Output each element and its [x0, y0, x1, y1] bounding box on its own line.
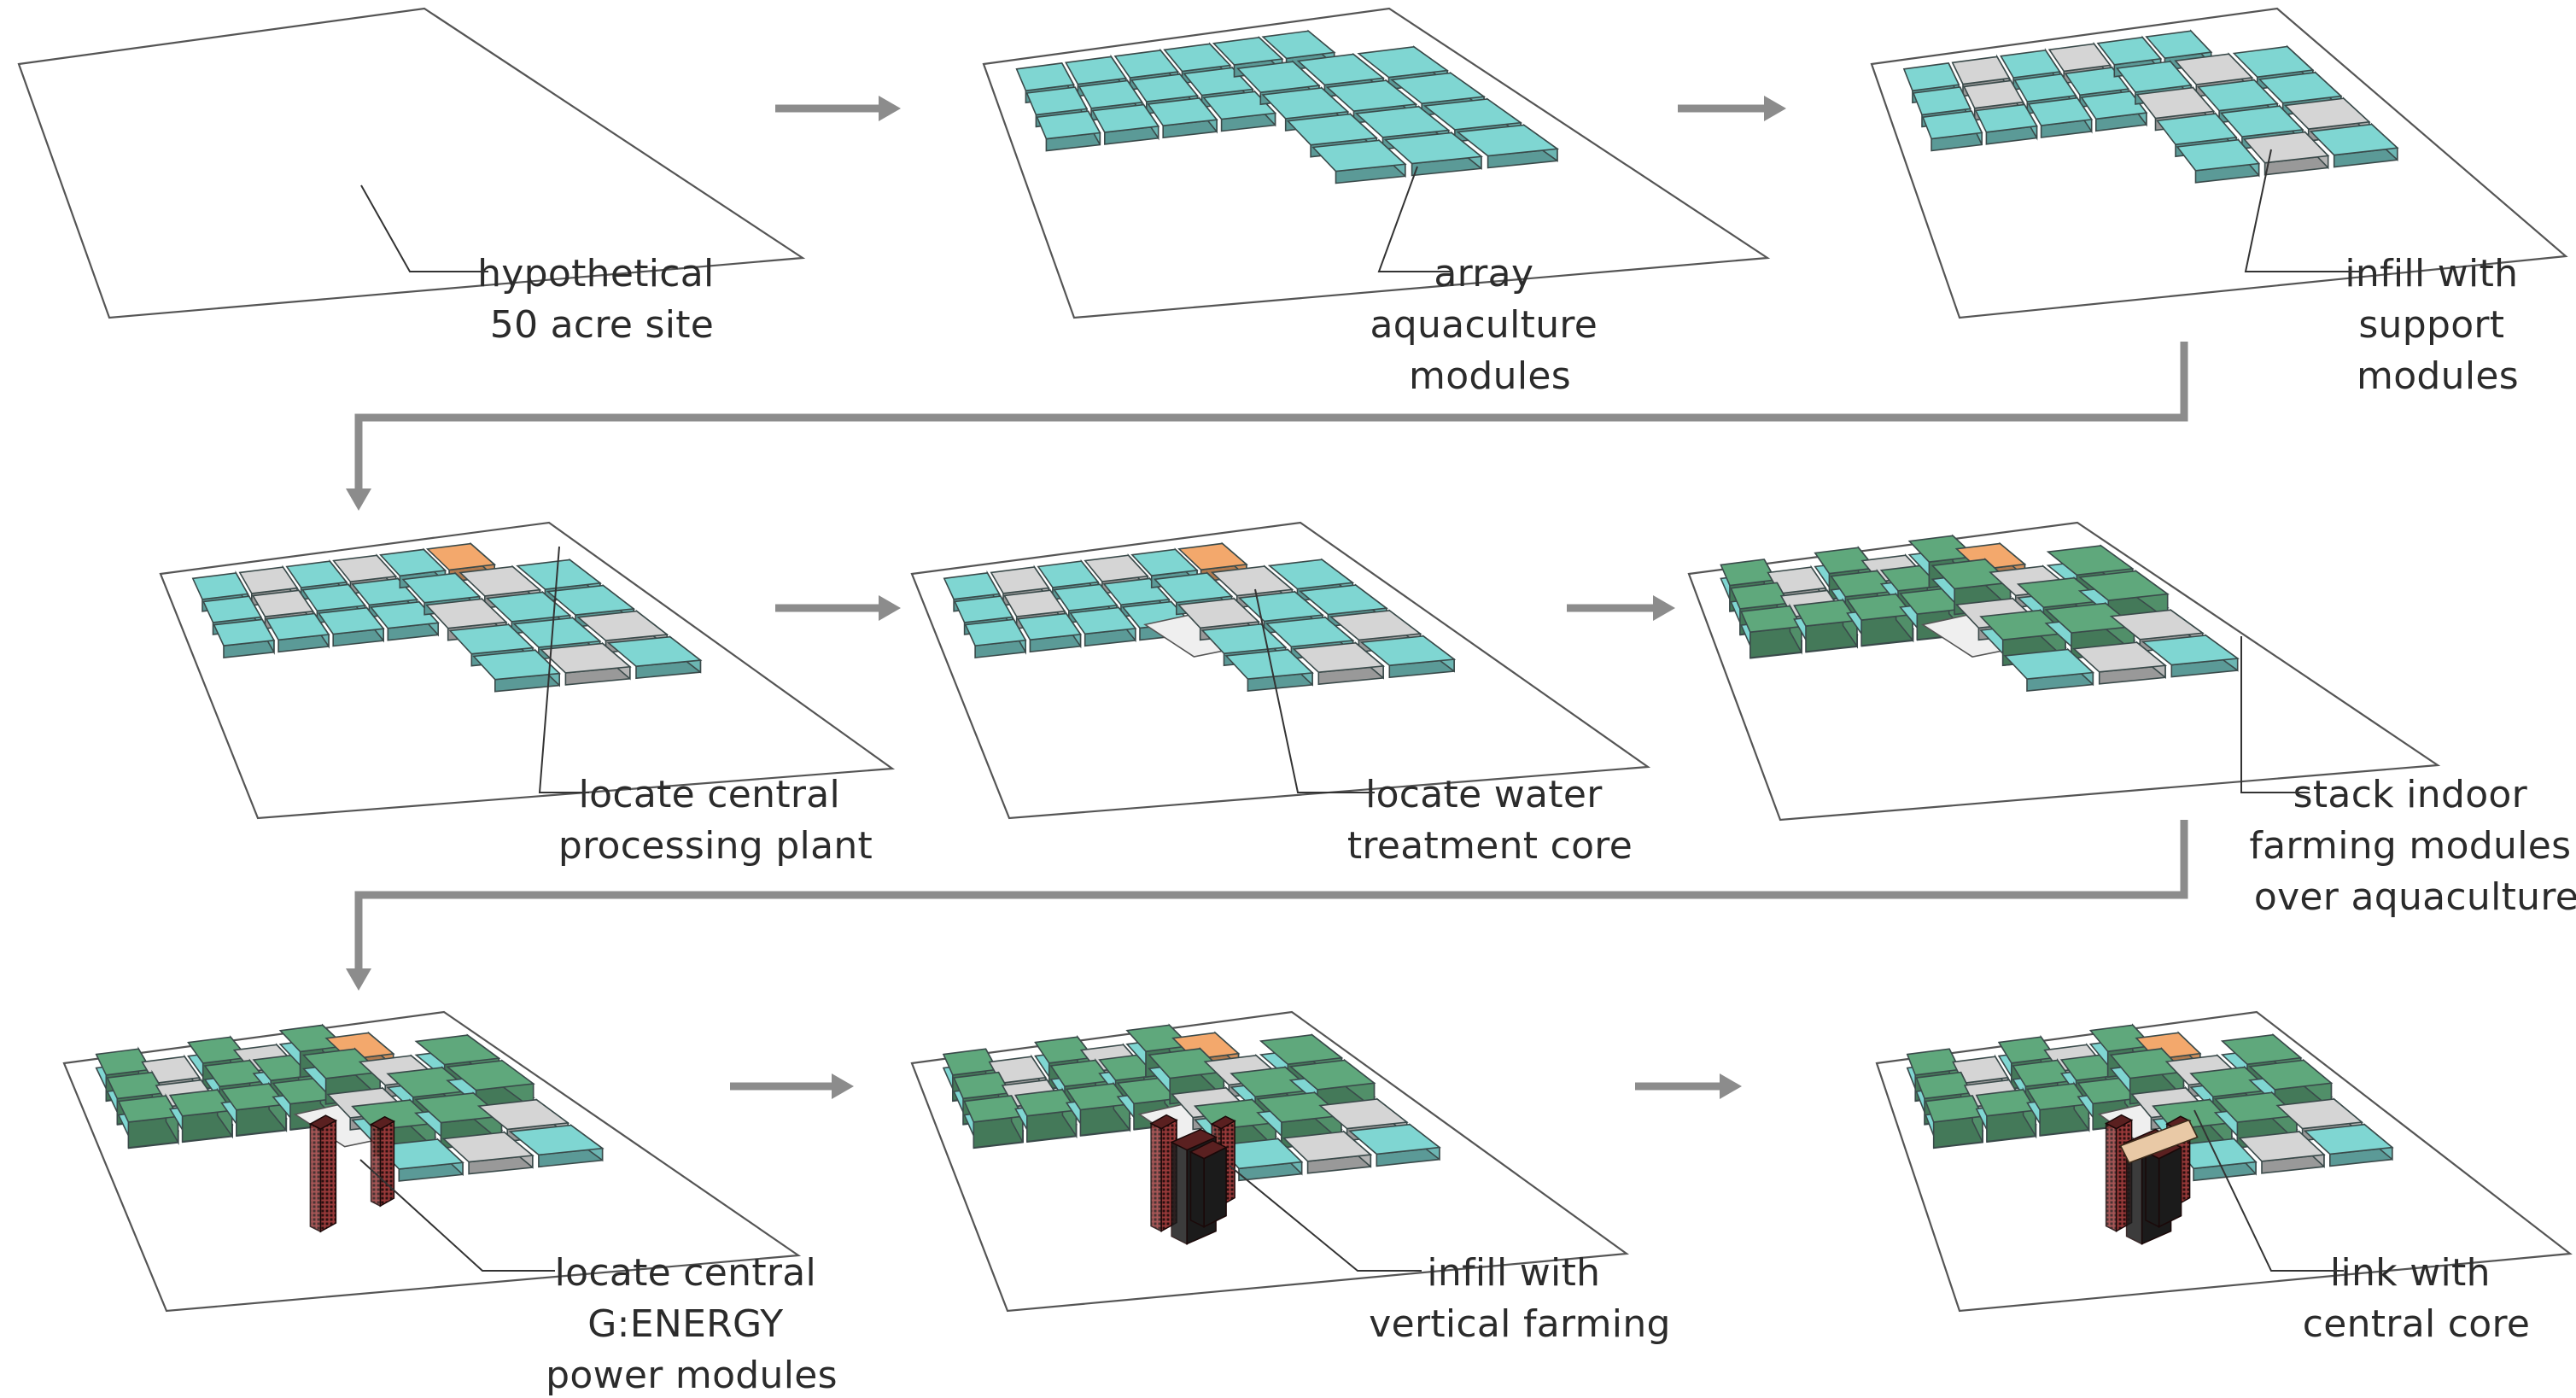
- module-25: [2309, 122, 2399, 168]
- module-40: [2303, 1122, 2394, 1167]
- label-step-3: infill with support modules: [2345, 252, 2530, 398]
- central-core-link: [2119, 1119, 2199, 1164]
- module-23: [2176, 137, 2261, 184]
- label-step-2: array aquaculture modules: [1370, 252, 1610, 398]
- module-38: [2003, 647, 2095, 692]
- farming-module-18: [1846, 592, 1914, 646]
- farming-module-32: [446, 1059, 535, 1117]
- arrow-step-8-9: [1635, 1073, 1742, 1099]
- label-step-9: link with central core: [2303, 1251, 2531, 1346]
- arrow-row-1-2: [346, 342, 2188, 511]
- label-step-4: locate central processing plant: [558, 773, 873, 868]
- module-10: [1147, 96, 1218, 139]
- label-step-8: infill with vertical farming: [1369, 1251, 1671, 1346]
- panel-stack-farming: [1687, 521, 2441, 822]
- arrow-step-1-2: [775, 96, 901, 121]
- module-9: [265, 611, 330, 653]
- arrow-step-4-5: [775, 595, 901, 621]
- module-24: [606, 635, 703, 680]
- arrow-step-5-6: [1567, 595, 1675, 621]
- module-23: [1311, 138, 1407, 184]
- module-22: [472, 648, 562, 693]
- leader-step-9: [2193, 1109, 2344, 1272]
- module-11: [369, 600, 440, 641]
- farming-module-14: [1925, 1095, 1984, 1149]
- module-39: [1282, 1130, 1373, 1174]
- module-10: [2027, 96, 2094, 138]
- panel-link-central-core: [1875, 1010, 2573, 1313]
- leader-step-6: [2240, 636, 2310, 793]
- module-39: [441, 1131, 534, 1175]
- module-24: [1383, 131, 1483, 177]
- module-40: [2141, 634, 2240, 678]
- module-11: [1202, 90, 1277, 132]
- leader-step-4: [538, 546, 589, 793]
- module-11: [2080, 89, 2148, 132]
- panel-hypothetical-site: [17, 7, 806, 319]
- module-22: [1224, 647, 1314, 692]
- leader-step-5: [1254, 588, 1375, 793]
- panel-infill-support: [1870, 7, 2568, 319]
- module-24: [2242, 130, 2330, 176]
- leader-step-2: [1377, 166, 1452, 272]
- farming-module-16: [168, 1087, 234, 1143]
- module-38: [1216, 1137, 1304, 1182]
- farming-module-14: [1740, 603, 1803, 659]
- module-8: [1921, 110, 1983, 152]
- label-step-1: hypothetical 50 acre site: [477, 252, 727, 347]
- label-step-7: locate central G:ENERGY power modules: [546, 1251, 838, 1397]
- farming-module-34: [1979, 608, 2067, 667]
- leader-step-8: [1229, 1165, 1422, 1272]
- module-23: [539, 641, 632, 686]
- module-24: [1359, 635, 1457, 679]
- leader-step-1: [360, 184, 488, 272]
- module-25: [1456, 123, 1560, 169]
- panel-vertical-farming: [910, 1010, 1630, 1313]
- panel-power-modules: [62, 1010, 802, 1313]
- farming-module-14: [963, 1095, 1025, 1149]
- leader-lines: [359, 149, 2361, 1272]
- leader-step-3: [2244, 149, 2361, 272]
- module-23: [1292, 641, 1386, 686]
- farming-module-14: [117, 1093, 179, 1149]
- module-40: [508, 1124, 605, 1168]
- module-39: [2072, 641, 2168, 685]
- power-module-1: [308, 1114, 338, 1233]
- arrow-step-2-3: [1678, 96, 1786, 121]
- panel-array-aquaculture: [982, 7, 1771, 319]
- leader-step-7: [359, 1159, 555, 1272]
- arrow-step-7-8: [730, 1073, 854, 1099]
- flow-arrows: [346, 96, 2188, 1099]
- module-9: [1091, 102, 1160, 145]
- module-8: [964, 617, 1027, 658]
- module-8: [1036, 110, 1101, 152]
- module-39: [2238, 1130, 2326, 1174]
- module-9: [1974, 102, 2038, 145]
- module-40: [1347, 1123, 1441, 1167]
- site-outline: [17, 7, 806, 319]
- label-step-6: stack indoor farming modules over aquacu…: [2249, 773, 2576, 919]
- vertical-farming-2: [1189, 1139, 1228, 1228]
- farming-module-18: [220, 1081, 288, 1137]
- module-18: [1298, 583, 1388, 628]
- farming-module-18: [2026, 1081, 2090, 1137]
- label-step-5: locate water treatment core: [1347, 773, 1633, 868]
- module-8: [213, 617, 276, 658]
- panel-processing-plant: [159, 521, 896, 820]
- farming-module-18: [1065, 1081, 1131, 1137]
- power-module-2: [370, 1115, 395, 1208]
- farming-module-16: [1014, 1087, 1078, 1143]
- module-9: [1016, 611, 1082, 653]
- arrow-row-2-3: [346, 820, 2188, 991]
- module-10: [317, 605, 385, 647]
- panel-water-treatment-core: [910, 521, 1651, 820]
- module-10: [1069, 605, 1137, 647]
